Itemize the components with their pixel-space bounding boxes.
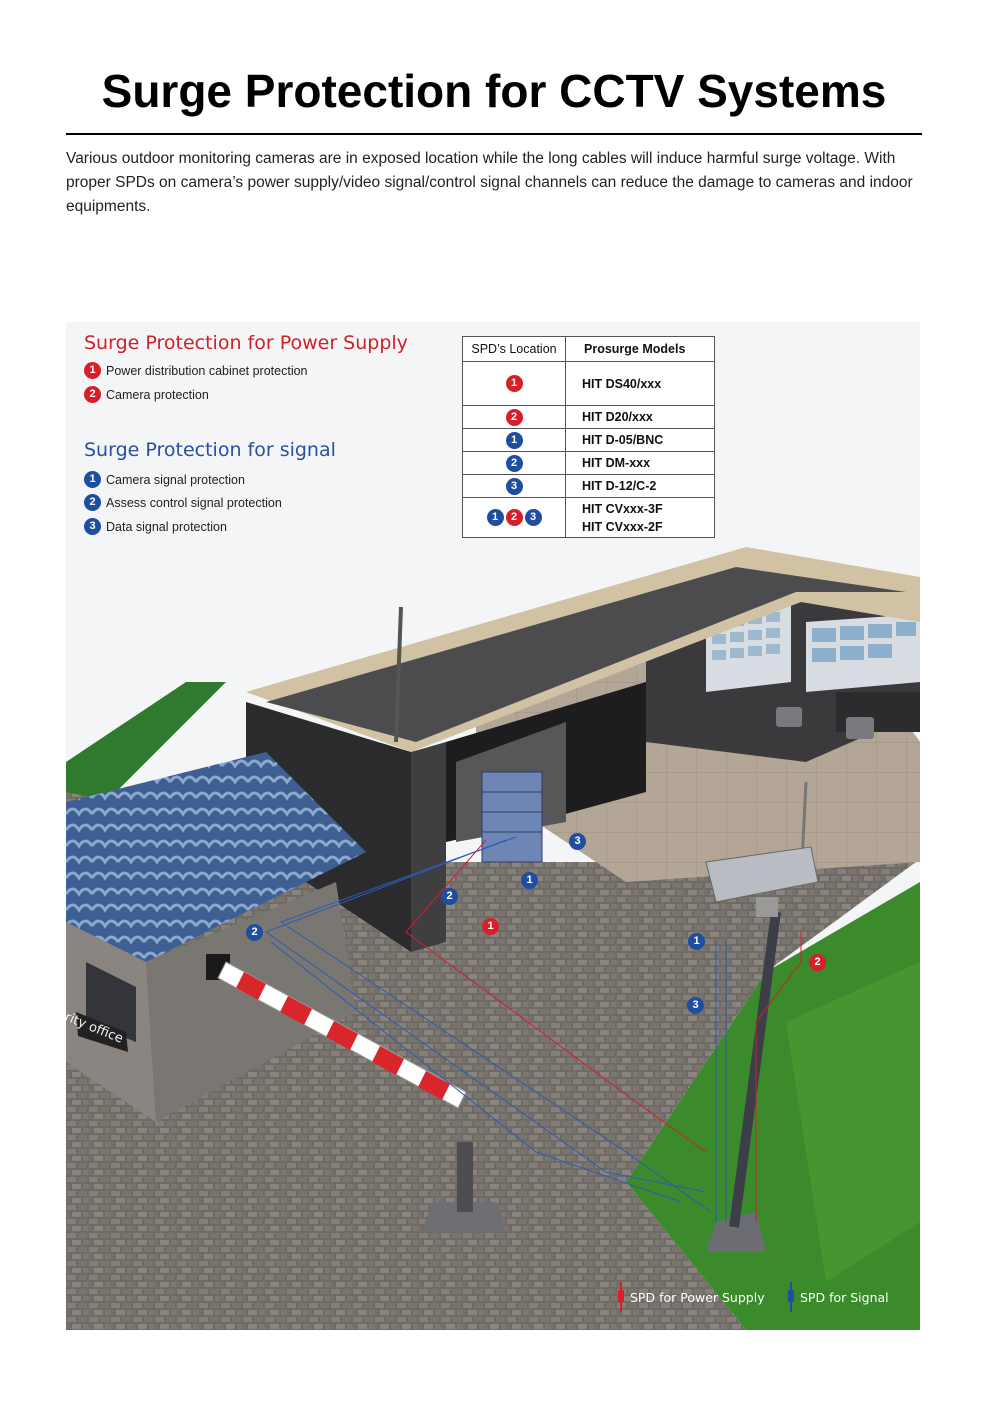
- model-cell: HIT D-05/BNC: [565, 428, 715, 452]
- signal-item-label: Assess control signal protection: [106, 495, 282, 510]
- legend-signal-label: SPD for Signal: [800, 1289, 889, 1305]
- signal-section-title: Surge Protection for signal: [84, 439, 336, 461]
- location-cell: 3: [462, 474, 566, 498]
- location-cell: 2: [462, 405, 566, 429]
- model-cell: HIT CVxxx-3F HIT CVxxx-2F: [565, 497, 715, 538]
- location-cell: 1: [462, 428, 566, 452]
- signal-item-2: 2 Assess control signal protection: [84, 494, 282, 511]
- power-spd-icon: [618, 1282, 624, 1312]
- blue-number-badge: 3: [84, 518, 101, 535]
- server-cabinet: [481, 771, 543, 863]
- marker-signal-2-barrier: 2: [246, 924, 263, 941]
- cctv-camera: [705, 846, 819, 903]
- red-number-badge: 1: [84, 362, 101, 379]
- blue-number-badge: 3: [505, 477, 523, 495]
- marker-power-1-cabinet: 1: [482, 918, 499, 935]
- marker-signal-3-cabinet: 3: [569, 833, 586, 850]
- table-row: 1 HIT DS40/xxx: [462, 361, 715, 406]
- signal-item-3: 3 Data signal protection: [84, 518, 227, 535]
- marker-signal-2-cabinet: 2: [441, 888, 458, 905]
- blue-number-badge: 1: [486, 509, 504, 526]
- legend-power-label: SPD for Power Supply: [630, 1289, 765, 1305]
- model-line: HIT CVxxx-2F: [582, 519, 663, 534]
- red-number-badge: 1: [505, 375, 523, 392]
- table-header-location: SPD’s Location: [462, 336, 566, 362]
- table-row: 2 HIT DM-xxx: [462, 451, 715, 475]
- page-title: Surge Protection for CCTV Systems: [101, 65, 887, 117]
- signal-item-1: 1 Camera signal protection: [84, 471, 245, 488]
- barrier-post: [457, 1142, 473, 1212]
- model-cell: HIT D20/xxx: [565, 405, 715, 429]
- power-section-title: Surge Protection for Power Supply: [84, 332, 408, 354]
- table-row: 1 HIT D-05/BNC: [462, 428, 715, 452]
- blue-number-badge: 2: [84, 494, 101, 511]
- signal-item-label: Data signal protection: [106, 519, 227, 534]
- camera-pole: [729, 911, 781, 1228]
- location-cell: 2: [462, 451, 566, 475]
- booth-roof: [66, 752, 366, 962]
- marker-power-2-camera: 2: [809, 954, 826, 971]
- booth-wall: [146, 882, 356, 1122]
- model-cell: HIT D-12/C-2: [565, 474, 715, 498]
- blue-number-badge: 1: [84, 471, 101, 488]
- marker-signal-3-camera: 3: [687, 997, 704, 1014]
- table-row: 2 HIT D20/xxx: [462, 405, 715, 429]
- blue-number-badge: 3: [524, 509, 542, 526]
- title-rule: [66, 133, 922, 135]
- model-line: HIT CVxxx-3F: [582, 501, 663, 516]
- blue-number-badge: 1: [505, 431, 523, 449]
- red-number-badge: 2: [505, 408, 523, 426]
- legend-power-spd: SPD for Power Supply: [616, 1282, 765, 1312]
- scene-drawing: rity office: [66, 547, 920, 1330]
- model-cell: HIT DM-xxx: [565, 451, 715, 475]
- power-item-2: 2 Camera protection: [84, 386, 209, 403]
- red-number-badge: 2: [84, 386, 101, 403]
- power-item-label: Power distribution cabinet protection: [106, 363, 308, 378]
- intro-paragraph: Various outdoor monitoring cameras are i…: [66, 150, 913, 215]
- power-item-label: Camera protection: [106, 387, 209, 402]
- legend-signal-spd: SPD for Signal: [786, 1282, 889, 1312]
- table-row: 3 HIT D-12/C-2: [462, 474, 715, 498]
- signal-spd-icon: [788, 1282, 794, 1312]
- marker-signal-1-camera: 1: [688, 933, 705, 950]
- table-header-row: SPD’s Location Prosurge Models: [462, 336, 715, 362]
- model-cell: HIT DS40/xxx: [565, 361, 715, 406]
- signal-item-label: Camera signal protection: [106, 472, 245, 487]
- power-item-1: 1 Power distribution cabinet protection: [84, 362, 308, 379]
- spd-models-table: SPD’s Location Prosurge Models 1 HIT DS4…: [462, 336, 715, 538]
- lightning-rod-roof: [394, 606, 403, 743]
- red-number-badge: 2: [505, 509, 523, 526]
- cctv-illustration: rity office Surge Protecti: [66, 322, 920, 1330]
- location-cell: 1: [462, 361, 566, 406]
- marker-signal-1-cabinet: 1: [521, 872, 538, 889]
- blue-number-badge: 2: [505, 454, 523, 472]
- table-header-models: Prosurge Models: [565, 336, 715, 362]
